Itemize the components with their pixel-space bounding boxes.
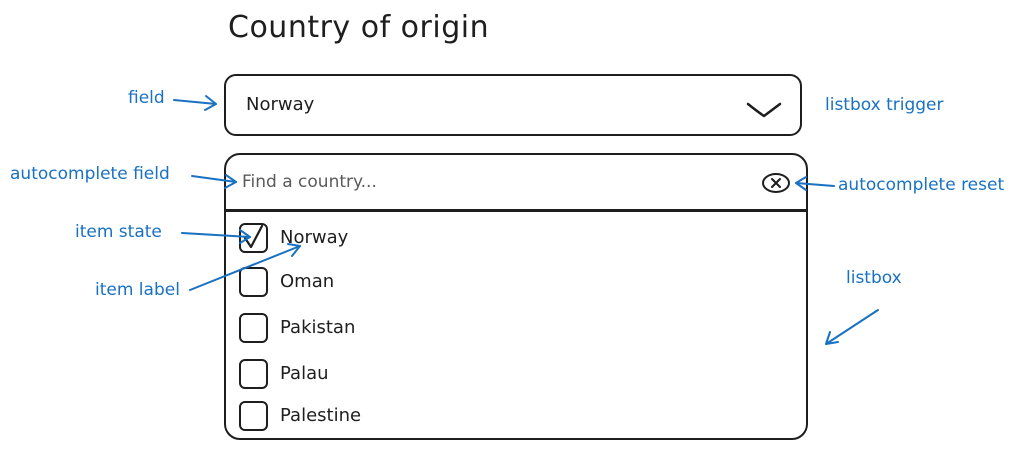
list-item[interactable]: Palestine (238, 399, 778, 435)
arrow-field (173, 99, 217, 105)
chevron-down-icon[interactable] (744, 98, 784, 122)
annotation-field: field (128, 88, 165, 108)
checkbox-icon[interactable] (238, 357, 270, 391)
checkbox-icon[interactable] (238, 311, 270, 345)
close-circle-icon[interactable] (760, 172, 792, 194)
item-label: Palau (280, 363, 329, 384)
annotation-autocomplete-reset: autocomplete reset (838, 175, 1005, 195)
country-field[interactable]: Norway (224, 74, 802, 136)
arrow-autocomplete-field (191, 175, 237, 183)
checkbox-icon[interactable] (238, 399, 270, 433)
checkbox-checked-icon[interactable] (238, 221, 270, 255)
item-label: Pakistan (280, 317, 356, 338)
listbox: Norway Oman Pakistan Palau Palestine (224, 153, 808, 440)
item-label: Oman (280, 271, 335, 292)
list-item[interactable]: Oman (238, 265, 778, 301)
arrow-autocomplete-reset (795, 182, 835, 187)
annotation-listbox-trigger: listbox trigger (825, 95, 944, 115)
arrow-item-label (189, 245, 301, 291)
arrow-listbox (825, 309, 879, 345)
page-title: Country of origin (228, 10, 490, 45)
autocomplete-field[interactable] (242, 169, 722, 195)
list-item[interactable]: Pakistan (238, 311, 778, 347)
arrow-item-state (181, 232, 251, 238)
annotation-item-label: item label (95, 280, 180, 300)
annotation-item-state: item state (75, 222, 162, 242)
list-item[interactable]: Palau (238, 357, 778, 393)
item-label: Norway (280, 227, 349, 248)
list-item[interactable]: Norway (238, 221, 778, 257)
autocomplete-wrapper (226, 155, 806, 212)
annotation-listbox: listbox (846, 268, 902, 288)
item-label: Palestine (280, 405, 362, 426)
checkbox-icon[interactable] (238, 265, 270, 299)
annotation-autocomplete-field: autocomplete field (10, 164, 170, 184)
field-value: Norway (246, 94, 315, 115)
